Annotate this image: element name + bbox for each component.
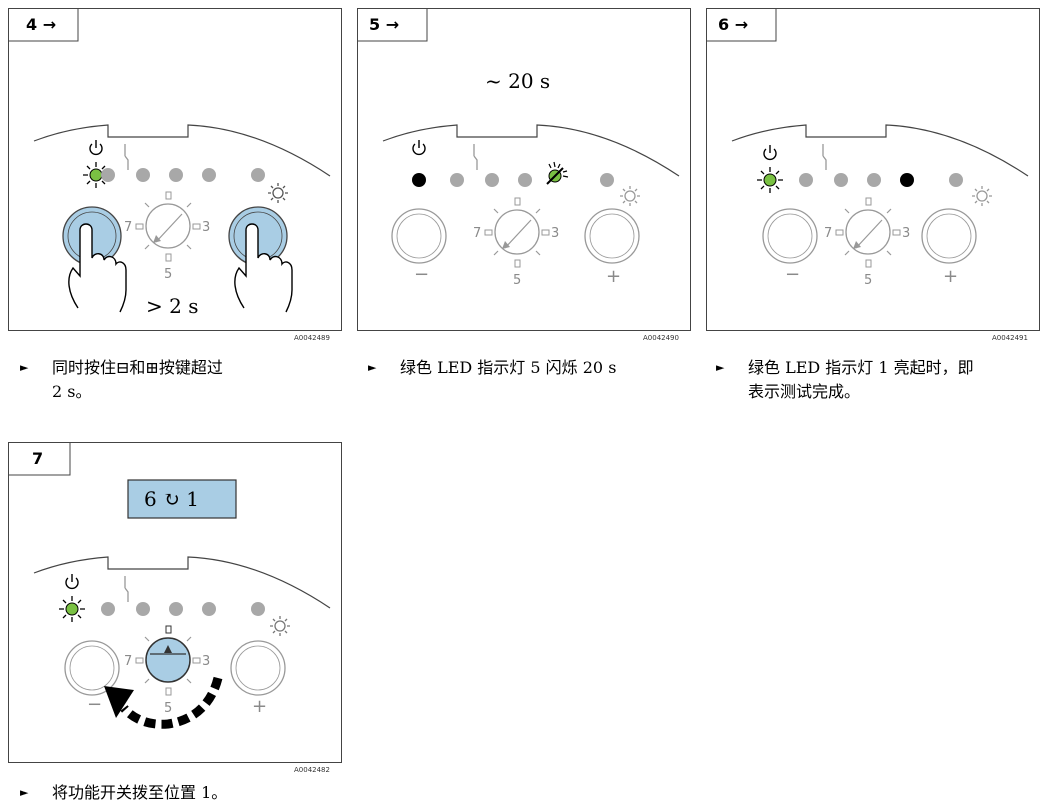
panel-5-drawing: ~ 20 s 7 3 5 − bbox=[357, 8, 691, 331]
svg-text:7: 7 bbox=[124, 220, 132, 235]
plus-button bbox=[921, 208, 977, 264]
svg-text:7: 7 bbox=[124, 654, 132, 669]
power-icon bbox=[89, 140, 103, 156]
caption-text: 同时按住⊟和⊞按键超过 2 s。 bbox=[52, 358, 223, 401]
svg-text:6 ↻ 1: 6 ↻ 1 bbox=[144, 487, 199, 511]
figure-code: A0042482 bbox=[294, 766, 330, 774]
svg-text:5: 5 bbox=[164, 267, 172, 282]
svg-text:−: − bbox=[414, 264, 429, 285]
svg-text:> 2 s: > 2 s bbox=[146, 294, 198, 318]
led-5 bbox=[202, 602, 216, 616]
power-icon bbox=[412, 140, 426, 156]
led-3 bbox=[136, 602, 150, 616]
svg-text:7: 7 bbox=[473, 226, 481, 241]
function-dial-highlighted: 7 3 5 bbox=[124, 625, 210, 716]
panel-step-5: ~ 20 s 7 3 5 − bbox=[357, 8, 691, 342]
svg-text:+: + bbox=[943, 266, 958, 287]
svg-text:3: 3 bbox=[202, 220, 210, 235]
svg-text:5: 5 bbox=[864, 273, 872, 288]
function-dial: 7 3 5 bbox=[124, 191, 210, 282]
panel-4-drawing: 7 3 5 > 2 s bbox=[8, 8, 342, 331]
plus-button bbox=[230, 640, 286, 696]
led-6 bbox=[251, 602, 265, 616]
led-4 bbox=[169, 602, 183, 616]
rotate-instruction-box bbox=[127, 479, 237, 519]
led-2 bbox=[799, 173, 813, 187]
panel-step-6: 7 3 5 − + 6 → A0042491 bbox=[706, 8, 1040, 342]
panel-step-4: 7 3 5 > 2 s 4 → A0042489 bbox=[8, 8, 342, 342]
panel-step-7: 6 ↻ 1 7 3 5 − + bbox=[8, 442, 342, 774]
svg-text:+: + bbox=[606, 266, 621, 287]
led-6 bbox=[600, 173, 614, 187]
svg-text:3: 3 bbox=[902, 226, 910, 241]
bullet-icon: ► bbox=[20, 361, 29, 374]
hand-icon bbox=[68, 223, 127, 313]
sun-icon bbox=[620, 186, 640, 206]
svg-text:3: 3 bbox=[202, 654, 210, 669]
panel-6-drawing: 7 3 5 − + bbox=[706, 8, 1040, 331]
bullet-icon: ► bbox=[20, 786, 29, 799]
rotate-arrow-icon bbox=[104, 676, 223, 729]
sun-icon bbox=[972, 186, 992, 206]
figure-code: A0042491 bbox=[992, 334, 1028, 342]
led-3 bbox=[834, 173, 848, 187]
led-3 bbox=[485, 173, 499, 187]
caption-text: 绿色 LED 指示灯 1 亮起时，即 表示测试完成。 bbox=[748, 358, 974, 401]
fault-icon bbox=[124, 576, 129, 602]
led-2 bbox=[450, 173, 464, 187]
led-5 bbox=[900, 173, 914, 187]
caption-text: 绿色 LED 指示灯 5 闪烁 20 s bbox=[400, 358, 617, 377]
svg-text:3: 3 bbox=[551, 226, 559, 241]
step-label: 7 bbox=[32, 449, 44, 468]
caption-step-5: ► 绿色 LED 指示灯 5 闪烁 20 s bbox=[368, 356, 688, 382]
caption-step-6: ► 绿色 LED 指示灯 1 亮起时，即 表示测试完成。 bbox=[716, 356, 1042, 406]
green-led bbox=[757, 167, 783, 193]
hand-icon bbox=[234, 223, 293, 313]
green-led-5-blinking bbox=[546, 161, 569, 185]
svg-text:−: − bbox=[87, 694, 102, 715]
svg-text:7: 7 bbox=[824, 226, 832, 241]
led-1 bbox=[412, 173, 426, 187]
sun-icon bbox=[270, 616, 290, 636]
fault-icon bbox=[822, 144, 827, 170]
fault-icon bbox=[124, 144, 129, 170]
svg-text:5: 5 bbox=[513, 273, 521, 288]
fault-icon bbox=[473, 144, 478, 170]
power-icon bbox=[763, 145, 777, 161]
led-3 bbox=[136, 168, 150, 182]
led-6 bbox=[251, 168, 265, 182]
led-4 bbox=[867, 173, 881, 187]
led-4 bbox=[518, 173, 532, 187]
caption-step-7: ► 将功能开关拨至位置 1。 bbox=[20, 781, 340, 807]
led-6 bbox=[949, 173, 963, 187]
figure-code: A0042489 bbox=[294, 334, 330, 342]
svg-text:−: − bbox=[785, 264, 800, 285]
bullet-icon: ► bbox=[368, 361, 377, 374]
sun-icon bbox=[268, 183, 288, 203]
green-led bbox=[59, 596, 85, 622]
step-label: 4 → bbox=[26, 15, 57, 34]
power-icon bbox=[65, 574, 79, 590]
svg-text:5: 5 bbox=[164, 701, 172, 716]
led-2 bbox=[101, 602, 115, 616]
minus-button bbox=[391, 208, 447, 264]
led-5 bbox=[202, 168, 216, 182]
step-label: 5 → bbox=[369, 15, 400, 34]
function-dial: 7 3 5 bbox=[824, 197, 910, 288]
led-2 bbox=[101, 168, 115, 182]
minus-button bbox=[64, 640, 120, 696]
function-dial: 7 3 5 bbox=[473, 197, 559, 288]
minus-button bbox=[762, 208, 818, 264]
panel-7-drawing: 6 ↻ 1 7 3 5 − + bbox=[8, 442, 342, 763]
caption-step-4: ► 同时按住⊟和⊞按键超过 2 s。 bbox=[20, 356, 340, 406]
plus-button bbox=[584, 208, 640, 264]
led-4 bbox=[169, 168, 183, 182]
step-label: 6 → bbox=[718, 15, 749, 34]
figure-code: A0042490 bbox=[643, 334, 679, 342]
bullet-icon: ► bbox=[716, 361, 725, 374]
caption-text: 将功能开关拨至位置 1。 bbox=[52, 783, 228, 802]
svg-text:~ 20 s: ~ 20 s bbox=[485, 69, 550, 93]
svg-text:+: + bbox=[252, 696, 267, 717]
